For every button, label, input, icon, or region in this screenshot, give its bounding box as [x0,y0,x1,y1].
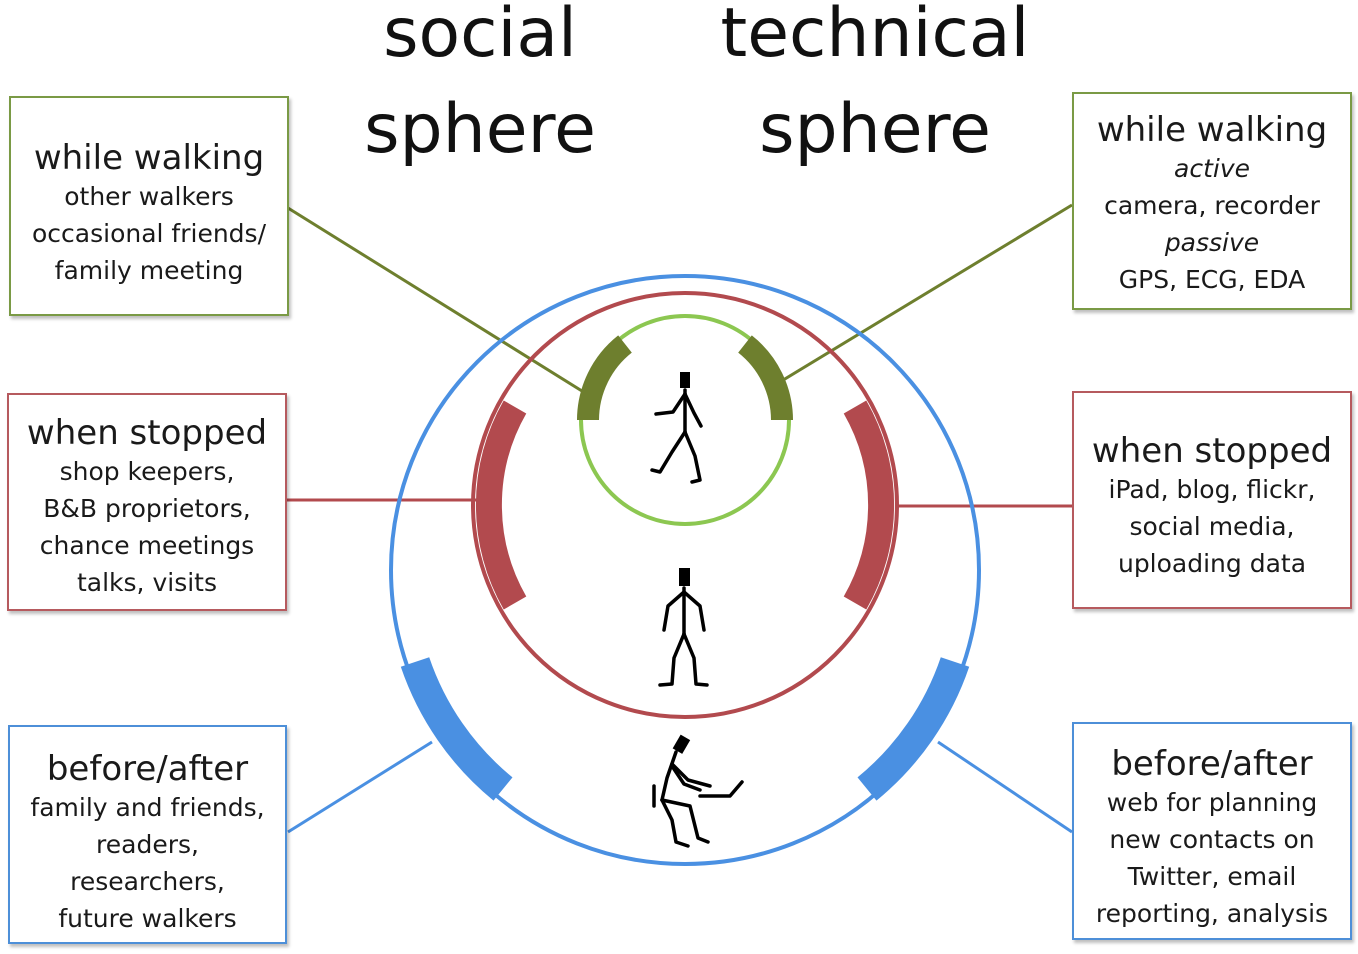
box-line: Twitter, email [1127,862,1297,891]
standing-figure-icon [658,568,709,687]
box-title: while walking [1096,110,1328,150]
middle-ring-stopped [471,291,899,719]
box-line: GPS, ECG, EDA [1118,265,1306,294]
connector-social-before [287,740,433,834]
box-line: future walkers [58,904,237,933]
box-line-passive: passive [1164,228,1260,257]
technical-heading-line1: technical [720,0,1030,73]
box-title: when stopped [1091,431,1333,471]
box-title: before/after [46,749,249,789]
box-line-active: active [1174,154,1250,183]
connector-tech-before [937,740,1073,834]
box-line: new contacts on [1109,825,1315,854]
social-when-stopped-box: when stopped shop keepers, B&B proprieto… [7,393,287,611]
outer-ring-before-after [389,274,981,866]
box-line: camera, recorder [1104,191,1320,220]
box-line: readers, [96,830,199,859]
tech-when-stopped-box: when stopped iPad, blog, flickr, social … [1072,391,1352,609]
box-line: shop keepers, [59,457,235,486]
inner-arc-right [737,335,793,421]
box-line: social media, [1129,512,1295,541]
box-line: web for planning [1106,788,1318,817]
social-before-after-box: before/after family and friends, readers… [8,725,287,944]
box-line: talks, visits [76,568,217,597]
outer-arc-right [857,657,970,801]
inner-arc-left [577,335,633,421]
tech-while-walking-box: while walking active camera, recorder pa… [1072,92,1352,310]
seated-figure-laptop-icon [652,734,744,848]
middle-arc-left [475,400,527,610]
box-line: family meeting [54,256,244,285]
box-title: before/after [1111,744,1313,784]
box-line: iPad, blog, flickr, [1108,475,1316,504]
box-line: reporting, analysis [1095,899,1329,928]
social-heading-line2: sphere [364,90,596,169]
box-line: other walkers [64,182,234,211]
outer-arc-left [400,657,513,801]
box-line: family and friends, [30,793,265,822]
inner-ring-walking [579,314,791,526]
social-heading-line1: social [383,0,577,73]
box-line: chance meetings [39,531,255,560]
box-line: B&B proprietors, [43,494,251,523]
technical-heading-line2: sphere [759,90,991,169]
connector-tech-walking [769,203,1073,390]
box-line: uploading data [1117,549,1307,578]
box-line: occasional friends/ [32,219,266,248]
walking-figure-icon [650,372,703,484]
box-title: while walking [33,138,265,178]
box-line: researchers, [70,867,225,896]
technical-sphere-heading: technical sphere [700,0,1050,178]
middle-arc-right [843,400,895,610]
social-while-walking-box: while walking other walkers occasional f… [9,96,289,316]
social-sphere-heading: social sphere [330,0,630,178]
connector-social-walking [287,206,591,398]
tech-before-after-box: before/after web for planning new contac… [1072,722,1352,940]
box-title: when stopped [26,413,268,453]
